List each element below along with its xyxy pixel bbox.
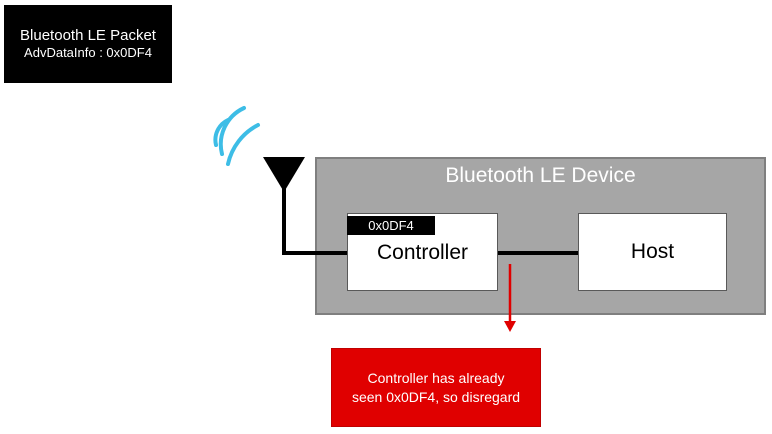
packet-title: Bluetooth LE Packet (20, 27, 156, 44)
antenna-icon (263, 157, 305, 253)
down-arrow-icon (504, 264, 516, 332)
controller-label: Controller (376, 241, 469, 264)
notice-line-1: Controller has already (367, 369, 505, 386)
ble-device-title: Bluetooth LE Device (445, 164, 636, 187)
packet-label-box: Bluetooth LE Packet AdvDataInfo : 0x0DF4 (4, 5, 172, 83)
disregard-notice: Controller has already seen 0x0DF4, so d… (331, 348, 541, 427)
radio-waves-icon (213, 106, 260, 166)
host-label: Host (630, 240, 675, 263)
controller-address-tag: 0x0DF4 (347, 216, 435, 235)
notice-line-2: seen 0x0DF4, so disregard (351, 388, 521, 405)
packet-adv-data-info: AdvDataInfo : 0x0DF4 (24, 45, 152, 60)
host-block: Host (578, 213, 727, 291)
